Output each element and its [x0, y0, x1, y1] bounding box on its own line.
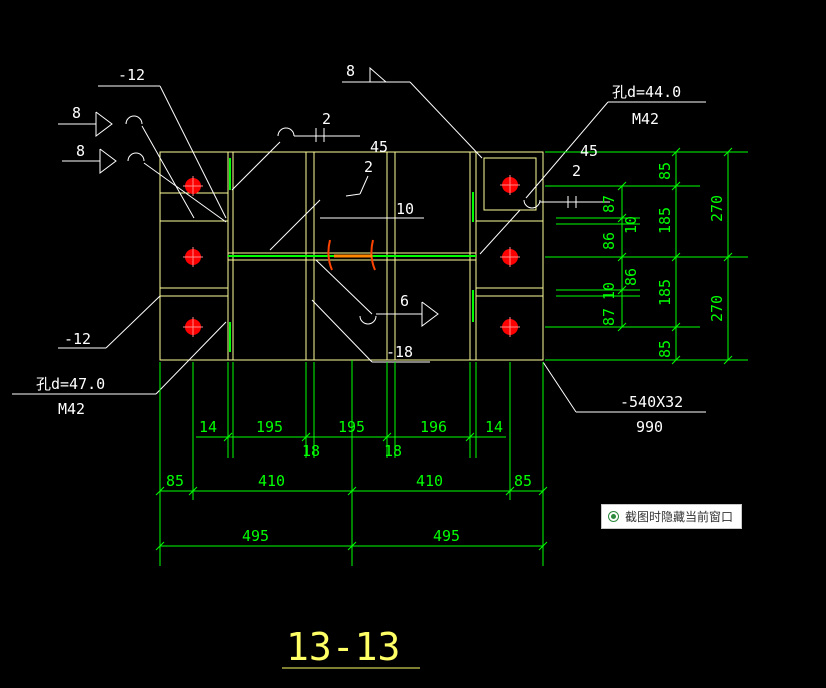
label-weld-2-right: 2 [572, 162, 581, 180]
dim-label: 495 [433, 527, 460, 545]
label-weld-8-a: 8 [72, 104, 81, 122]
radio-checked-icon[interactable] [608, 511, 619, 522]
label-top-plate-thk: -12 [118, 66, 145, 84]
dim-label: 410 [416, 472, 443, 490]
label-hole-top: 孔d=44.0 [612, 83, 681, 101]
dim-label: 270 [708, 295, 726, 322]
dim-col-1: 87 10 86 86 10 87 [600, 195, 640, 326]
dim-label: 195 [256, 418, 283, 436]
bolt-hole [183, 247, 203, 267]
dim-label: 87 [600, 195, 618, 213]
bolt-hole [500, 175, 520, 195]
bolt-hole [183, 176, 203, 196]
label-plate-length: 990 [636, 418, 663, 436]
dim-label: 87 [600, 308, 618, 326]
annotation-labels: -12 8 8 8 2 45 2 10 孔d=44.0 M42 45 2 6 -… [36, 62, 683, 436]
label-plate-spec: -540X32 [620, 393, 683, 411]
weld-mark [327, 239, 376, 271]
dim-label: 270 [708, 195, 726, 222]
dim-label: 18 [302, 442, 320, 460]
dim-row-3: 495 495 [242, 527, 460, 545]
label-weld-2-top: 2 [322, 110, 331, 128]
label-weld-8-flag: 8 [346, 62, 355, 80]
leaders [12, 66, 706, 413]
dim-col-2: 85 185 185 85 [656, 162, 674, 358]
label-angle-45-right: 45 [580, 142, 598, 160]
dim-row-1: 14 195 18 195 18 196 14 [199, 418, 503, 460]
dim-label: 185 [656, 207, 674, 234]
dim-label: 410 [258, 472, 285, 490]
label-weld-2-mid: 2 [364, 158, 373, 176]
hide-window-option-label: 截图时隐藏当前窗口 [625, 510, 734, 524]
dim-label: 14 [485, 418, 503, 436]
dim-label: 495 [242, 527, 269, 545]
dim-row-2: 85 410 410 85 [166, 472, 532, 490]
label-bolt-top: M42 [632, 110, 659, 128]
dim-label: 195 [338, 418, 365, 436]
dim-label: 85 [514, 472, 532, 490]
dim-label: 14 [199, 418, 217, 436]
dim-label: 85 [656, 340, 674, 358]
dim-label: 185 [656, 279, 674, 306]
dim-label: 196 [420, 418, 447, 436]
bolt-hole [183, 317, 203, 337]
hide-window-option[interactable]: 截图时隐藏当前窗口 [601, 504, 742, 529]
label-bottom-plate-thk: -12 [64, 330, 91, 348]
label-weld-8-b: 8 [76, 142, 85, 160]
dim-label: 86 [622, 268, 640, 286]
dim-label: 85 [656, 162, 674, 180]
dim-label: 10 [600, 282, 618, 300]
dim-label: 10 [622, 216, 640, 234]
bolt-hole [500, 317, 520, 337]
bolt-hole [500, 247, 520, 267]
label-weld-6: 6 [400, 292, 409, 310]
dim-col-3: 270 270 [708, 195, 726, 322]
label-hole-bottom: 孔d=47.0 [36, 375, 105, 393]
label-stiffener-10: 10 [396, 200, 414, 218]
dim-label: 86 [600, 232, 618, 250]
label-bolt-bottom: M42 [58, 400, 85, 418]
dimension-lines [155, 147, 748, 566]
dim-label: 18 [384, 442, 402, 460]
label-plate-18: -18 [386, 343, 413, 361]
label-angle-45-left: 45 [370, 138, 388, 156]
dim-label: 85 [166, 472, 184, 490]
section-title: 13-13 [282, 625, 420, 669]
section-title-text: 13-13 [286, 625, 400, 669]
bolt-holes [183, 175, 520, 337]
